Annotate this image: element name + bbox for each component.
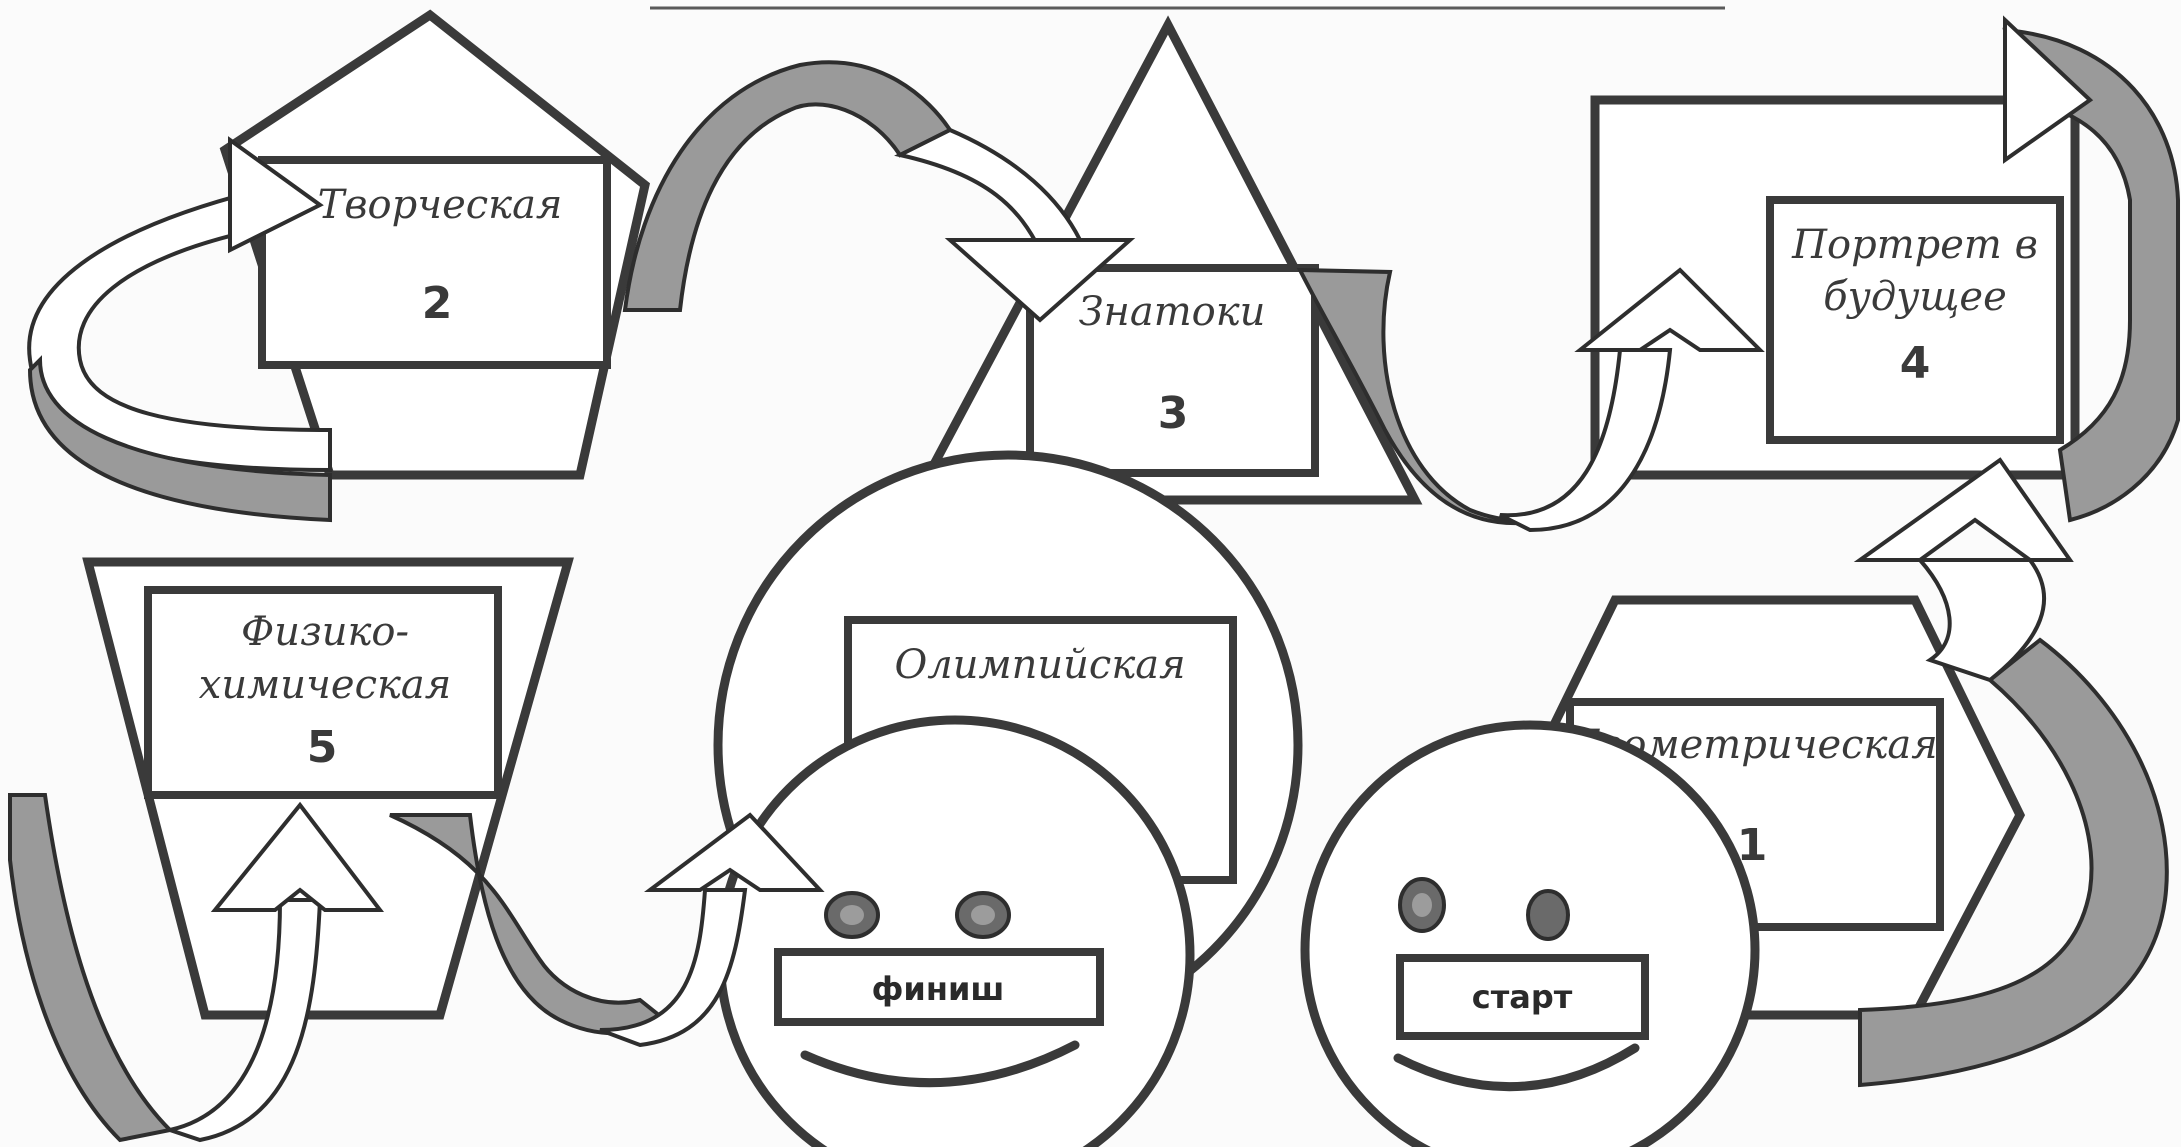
ribbon-gray-segment xyxy=(27,355,332,523)
ribbon-light-segment xyxy=(599,888,748,1048)
stage-number: 5 xyxy=(307,722,338,773)
arrow-5-to-6 xyxy=(389,812,825,1048)
arrowhead xyxy=(228,136,324,254)
finish-smile xyxy=(800,1040,1080,1088)
stage-title-line2: химическая xyxy=(199,662,451,708)
ribbon-light-segment xyxy=(894,127,1083,253)
ribbon-gray-segment xyxy=(8,793,175,1143)
arrowhead xyxy=(944,238,1136,323)
arrowhead xyxy=(210,801,385,912)
start-label: старт xyxy=(1472,978,1573,1016)
stage-box-portret xyxy=(1766,196,2064,444)
arrowhead xyxy=(1853,457,2074,562)
stage-box-znatoki xyxy=(1026,264,1319,477)
arrowhead xyxy=(1574,267,1765,352)
stage-title-line2: будущее xyxy=(1823,274,2007,320)
stage-box-fiziko xyxy=(144,586,502,799)
start-right-eye xyxy=(1526,889,1570,941)
stage-tvorcheskaya: Творческая 2 xyxy=(219,9,651,480)
ribbon-light-segment xyxy=(1499,348,1673,533)
ribbon-light-segment xyxy=(1915,558,2047,683)
stage-fiziko: Физико- химическая 5 xyxy=(82,557,574,1020)
finish-label-box xyxy=(774,948,1104,1026)
ribbon-gray-segment xyxy=(622,60,953,312)
arrowhead xyxy=(2003,15,2094,164)
arrow-3-to-4 xyxy=(1296,267,1765,533)
arrowhead xyxy=(644,812,825,892)
stage-box-tvorcheskaya xyxy=(258,156,611,369)
stage-title: Олимпийская xyxy=(894,642,1185,688)
start-label-box xyxy=(1396,954,1649,1040)
finish-face: финиш xyxy=(715,715,1195,1147)
stage-portret: Портрет в будущее 4 xyxy=(1590,95,2080,480)
finish-label: финиш xyxy=(872,970,1005,1008)
start-face-circle xyxy=(1300,720,1760,1147)
stage-znatoki: Знатоки 3 xyxy=(907,15,1423,505)
arrow-4-loop xyxy=(2002,15,2180,523)
stage-title-line1: Портрет в xyxy=(1791,222,2038,268)
finish-left-pupil xyxy=(840,905,864,925)
arrow-1-to-4 xyxy=(1853,457,2169,1088)
arrow-loop-2 xyxy=(27,136,332,523)
stage-number: 4 xyxy=(1900,338,1931,389)
stage-number: 3 xyxy=(1158,388,1189,439)
start-left-pupil xyxy=(1412,893,1432,917)
stage-number: 2 xyxy=(422,278,453,329)
ribbon-gray-segment xyxy=(2002,27,2180,523)
stage-title-line1: Физико- xyxy=(241,609,409,655)
start-face: старт xyxy=(1300,720,1760,1147)
start-smile xyxy=(1393,1043,1640,1092)
arrow-2-to-3 xyxy=(622,60,1136,323)
finish-right-pupil xyxy=(971,905,995,925)
ribbon-gray-segment xyxy=(1858,637,2169,1088)
stage-title: Творческая xyxy=(318,182,563,228)
stage-title: Знатоки xyxy=(1079,289,1266,335)
arrow-left-into-5 xyxy=(8,793,385,1143)
